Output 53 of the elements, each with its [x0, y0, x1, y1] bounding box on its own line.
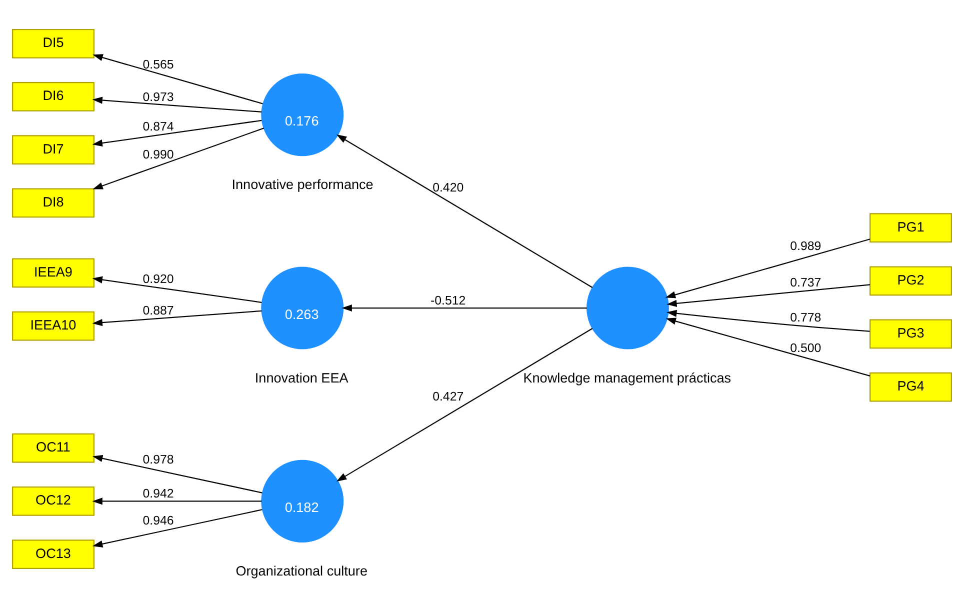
edge-label: 0.500: [790, 340, 822, 354]
node-box: PG1: [870, 212, 952, 242]
node-circle: [586, 266, 669, 349]
arrow: [666, 317, 870, 376]
arrow: [92, 96, 262, 112]
edge-label: 0.778: [790, 310, 822, 324]
edge-label: 0.420: [432, 180, 464, 194]
arrow: [92, 119, 262, 146]
arrow: [92, 454, 262, 493]
node-box: DI6: [12, 82, 94, 111]
edge-label: -0.512: [430, 292, 466, 307]
node-circle: 0.182: [261, 459, 344, 542]
arrow: [336, 134, 593, 288]
edge-label: 0.565: [142, 56, 174, 71]
arrow: [342, 304, 587, 312]
arrow: [666, 309, 870, 332]
node-box: OC12: [12, 486, 94, 516]
node-box: PG2: [870, 266, 952, 296]
edge-label: 0.942: [142, 486, 174, 500]
node-box: PG4: [870, 372, 952, 402]
edge-label: 0.427: [432, 388, 464, 403]
node-box: DI7: [12, 134, 94, 164]
node-box: DI5: [12, 28, 94, 58]
node-label: Organizational culture: [236, 563, 368, 578]
node-label: Innovative performance: [232, 176, 374, 192]
node-box: PG3: [870, 318, 952, 348]
node-label: Innovation EEA: [254, 370, 348, 385]
edge-label: 0.946: [142, 513, 174, 528]
node-box: DI8: [12, 188, 94, 218]
node-circle: 0.176: [261, 73, 344, 156]
edge-label: 0.978: [142, 452, 174, 466]
arrow: [92, 54, 263, 104]
arrow: [92, 276, 262, 302]
node-circle: 0.263: [261, 266, 344, 349]
node-box: OC13: [12, 539, 94, 568]
arrow: [92, 310, 262, 326]
edge-label: 0.737: [790, 274, 822, 289]
arrow: [665, 238, 870, 298]
arrow: [336, 328, 593, 481]
node-box: IEEA10: [12, 310, 94, 340]
arrow: [92, 127, 264, 189]
edge-label: 0.990: [142, 147, 174, 162]
edge-label: 0.973: [142, 90, 174, 104]
edge-label: 0.989: [790, 238, 822, 253]
arrow: [666, 284, 870, 306]
arrow: [92, 497, 262, 504]
edge-label: 0.874: [142, 118, 174, 133]
arrow: [92, 508, 262, 547]
node-box: OC11: [12, 432, 94, 462]
edge-label: 0.887: [142, 303, 174, 318]
node-label: Knowledge management prácticas: [523, 370, 732, 385]
node-box: IEEA9: [12, 258, 94, 288]
edge-label: 0.920: [142, 271, 174, 286]
